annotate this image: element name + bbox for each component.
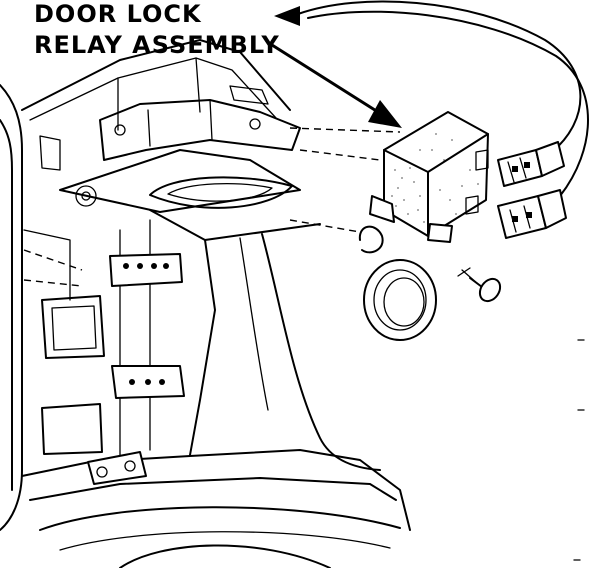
leader-arrow-to-relay (270, 43, 402, 128)
mounting-clip-lower (111, 365, 185, 399)
harness-connector-lower (497, 189, 567, 239)
door-lock-relay-module (369, 111, 489, 243)
callout-label-line-2: RELAY ASSEMBLY (34, 31, 280, 59)
lower-hinge-bracket (87, 451, 147, 485)
mounting-clip-upper (109, 253, 183, 287)
vehicle-body (0, 39, 411, 568)
callout-label-line-1: DOOR LOCK (34, 0, 202, 28)
harness-connector-upper (497, 141, 565, 187)
retaining-clip (358, 225, 384, 254)
grommet-seal (363, 259, 437, 341)
mounting-screw (457, 267, 502, 303)
leader-arrow-to-connectors (274, 0, 589, 197)
